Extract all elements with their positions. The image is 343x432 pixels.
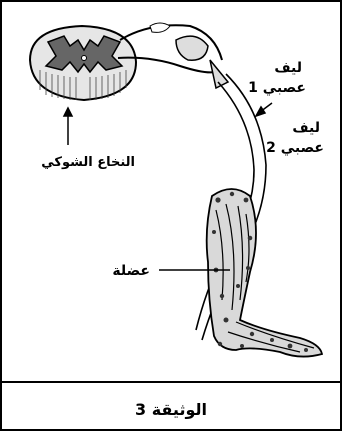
- spinal-cord-section: [30, 26, 136, 100]
- fiber2-label-line1: ليف: [292, 120, 320, 136]
- fiber2-label-line2: عصبي 2: [266, 140, 324, 156]
- spinal-cord-label: النخاع الشوكي: [41, 155, 135, 170]
- muscle-label: عضلة: [112, 263, 150, 279]
- fiber1-label-line1: ليف: [274, 60, 302, 76]
- fiber1-label-line2: عصبي 1: [248, 80, 306, 96]
- document-caption: الوثيقة 3: [135, 400, 207, 419]
- muscle: [207, 189, 322, 357]
